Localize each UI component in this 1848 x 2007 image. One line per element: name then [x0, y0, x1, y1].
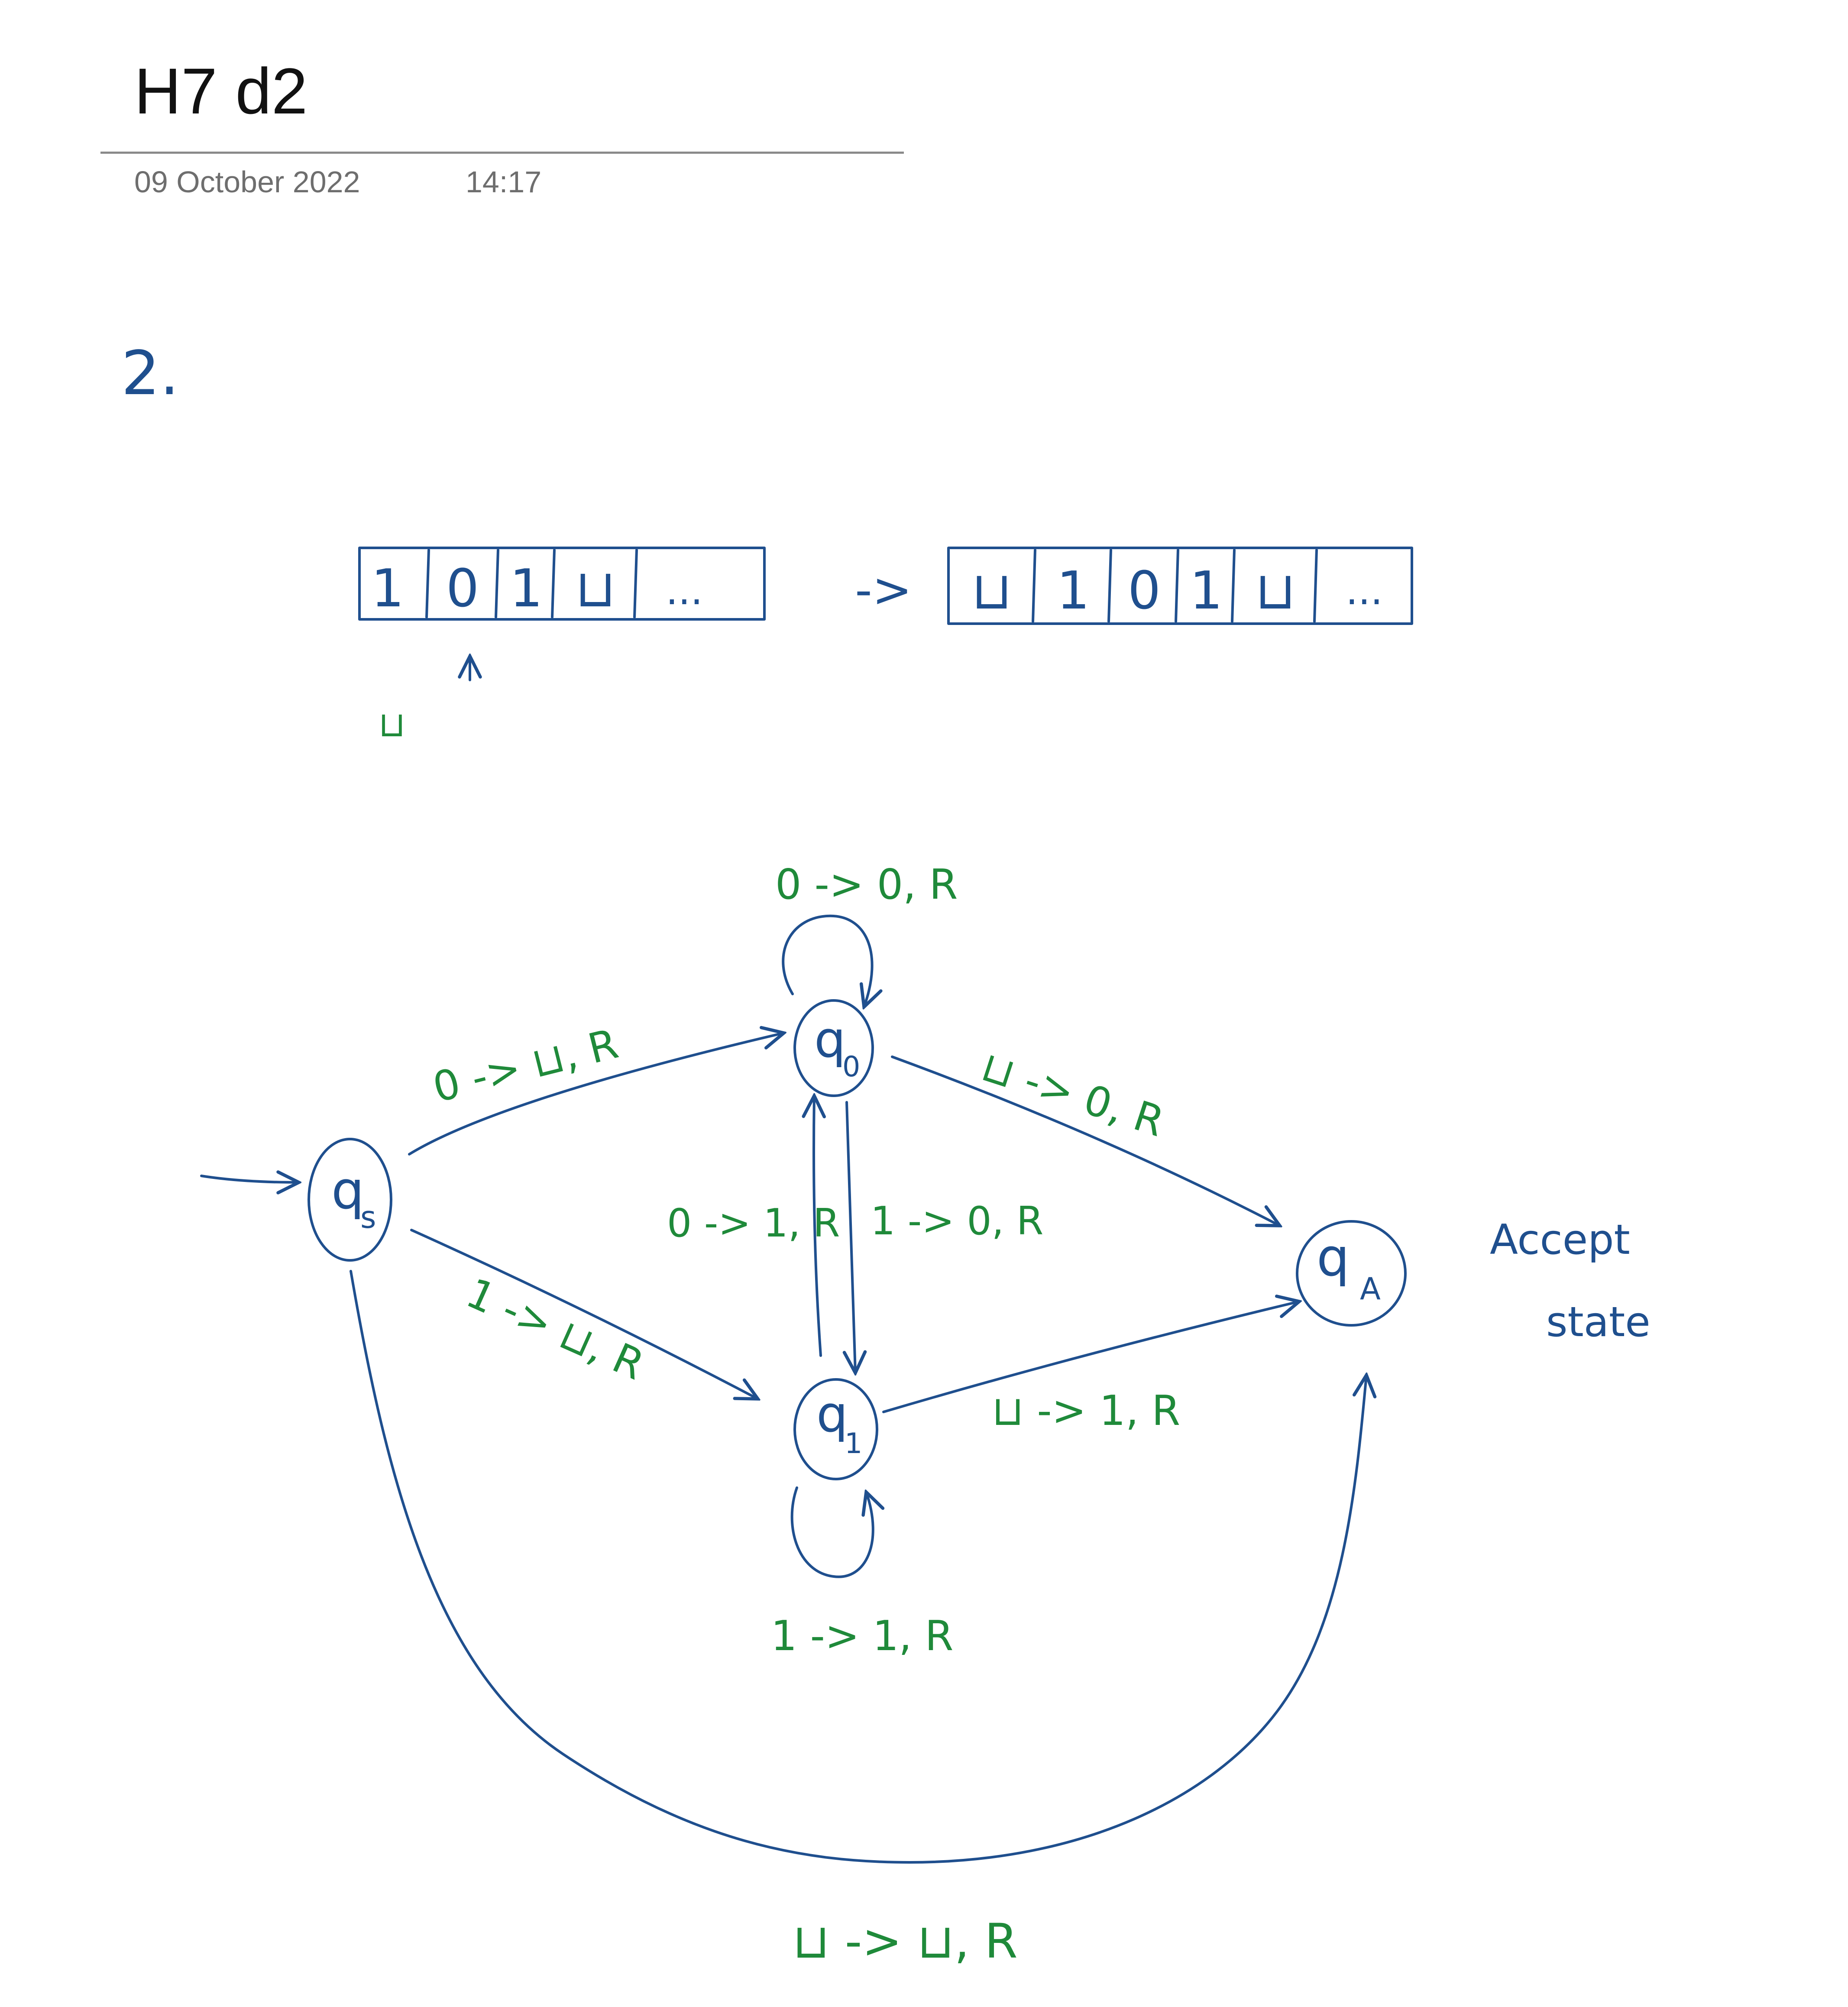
label-qs-qA: ⊔ -> ⊔, R [793, 1913, 1018, 1969]
tape-after-cell: 0 [1128, 561, 1161, 621]
tape-after-cell: 1 [1057, 561, 1090, 621]
label-q0-qA: ⊔ -> 0, R [976, 1042, 1170, 1146]
state-label: q [331, 1161, 364, 1221]
state-q0: q 0 [793, 999, 874, 1097]
accept-note-line2: state [1546, 1298, 1651, 1346]
state-subscript: A [1360, 1271, 1381, 1307]
tape-divider [551, 549, 556, 618]
label-qs-q0: 0 -> ⊔, R [428, 1020, 623, 1112]
title-divider [100, 152, 904, 154]
tape-before-frame [358, 547, 766, 621]
tape-before: 1 0 1 ⊔ ... ⊔ [358, 547, 766, 745]
label-q0-q1: 1 -> 0, R [871, 1198, 1043, 1244]
edge-qs-q1 [410, 1229, 758, 1399]
tape-divider [1107, 549, 1112, 623]
accept-note-line1: Accept [1490, 1216, 1630, 1264]
tape-divider [495, 549, 499, 618]
state-subscript: 1 [845, 1428, 862, 1460]
state-q1: q 1 [793, 1378, 878, 1480]
label-q1-q0: 0 -> 1, R [667, 1201, 840, 1246]
blank-note: ⊔ [379, 704, 405, 745]
page-title: H7 d2 [134, 55, 308, 127]
label-q0-loop: 0 -> 0, R [775, 861, 958, 909]
edge-qs-qA [350, 1270, 1366, 1864]
tape-before-cell: 1 [371, 559, 404, 619]
state-subscript: 0 [842, 1051, 860, 1083]
page-time: 14:17 [466, 165, 542, 199]
state-circle [307, 1138, 392, 1262]
tape-divider [1231, 549, 1236, 623]
q0-self-loop [782, 914, 872, 1007]
tape-after-frame [947, 547, 1413, 625]
tape-divider [633, 549, 638, 618]
tape-divider [1175, 549, 1179, 623]
state-label: q [814, 1011, 846, 1069]
tape-after-cell: ⊔ [1255, 561, 1296, 621]
q1-self-loop [790, 1486, 873, 1578]
state-qs: q s [307, 1138, 392, 1262]
tape-before-cell: 0 [446, 559, 479, 619]
edge-q0-q1 [847, 1101, 855, 1373]
label-q1-loop: 1 -> 1, R [771, 1612, 954, 1660]
label-q1-qA: ⊔ -> 1, R [992, 1387, 1180, 1435]
tape-after: ⊔ 1 0 1 ⊔ ... [947, 547, 1413, 625]
tape-divider [1032, 549, 1036, 623]
state-circle [793, 999, 874, 1097]
tape-after-cell: 1 [1190, 561, 1223, 621]
problem-number: 2. [121, 338, 179, 409]
state-diagram-edges [200, 914, 1366, 1864]
tape-divider [425, 549, 430, 618]
tape-before-cell: 1 [510, 559, 543, 619]
tape-after-cell: ⊔ [971, 561, 1012, 621]
edge-q0-qA [891, 1055, 1280, 1226]
tape-divider [1313, 549, 1318, 623]
state-circle [793, 1378, 878, 1480]
state-qA: q A [1296, 1220, 1407, 1327]
start-arrow [200, 1176, 299, 1182]
tape-before-cell: ⊔ [575, 559, 616, 619]
edge-q1-qA [882, 1301, 1299, 1413]
tape-transform-arrow: -> [855, 562, 912, 618]
tape-before-cell: ... [666, 568, 703, 614]
state-label: q [816, 1385, 848, 1444]
edge-q1-q0 [814, 1096, 821, 1357]
state-circle [1296, 1220, 1407, 1327]
edge-qs-q0 [408, 1033, 784, 1156]
state-label: q [1317, 1228, 1350, 1288]
tape-after-cell: ... [1346, 568, 1383, 614]
page-date: 09 October 2022 [134, 165, 360, 199]
state-subscript: s [360, 1200, 376, 1235]
